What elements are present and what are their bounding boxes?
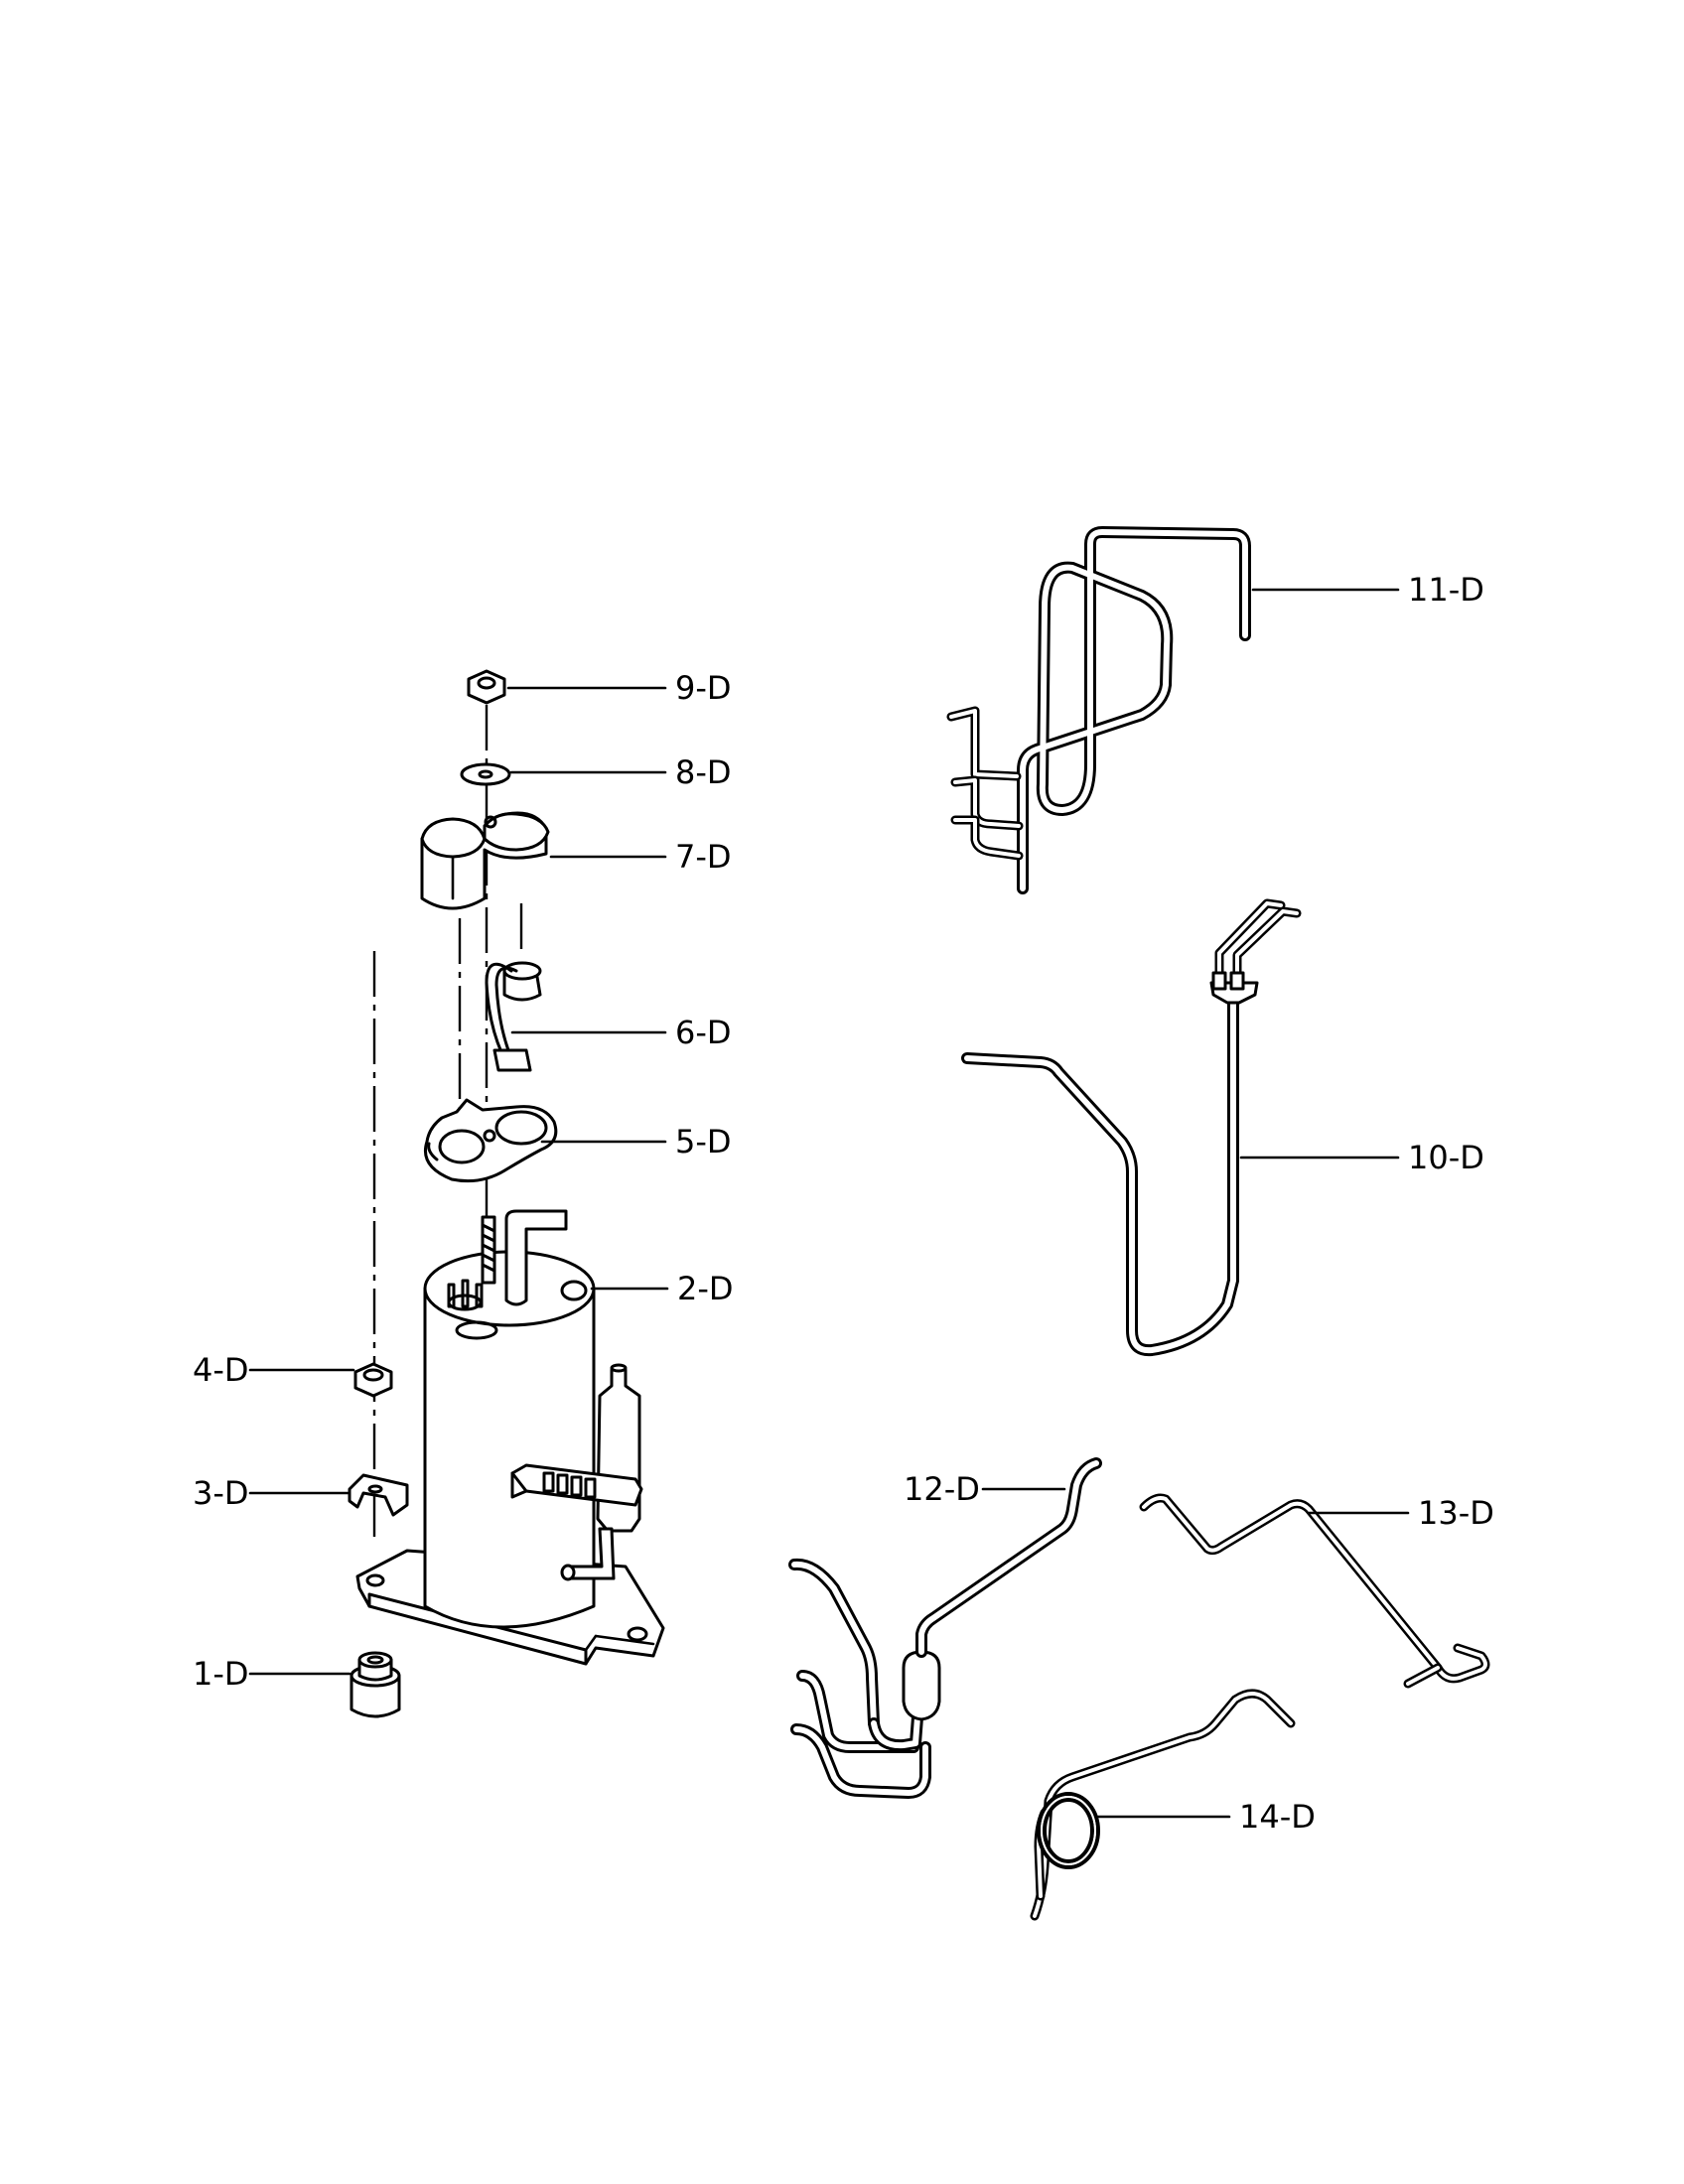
- capillary-coil-icon: [1030, 1689, 1296, 1921]
- label-9-d: 9-D: [675, 669, 732, 707]
- compressor-icon: [355, 1209, 665, 1666]
- label-6-d: 6-D: [675, 1014, 732, 1051]
- label-4-d: 4-D: [193, 1351, 249, 1389]
- tube-icon: [1139, 1493, 1490, 1689]
- leader-lines: [248, 588, 1410, 1819]
- tube-icon: [946, 526, 1251, 894]
- label-2-d: 2-D: [677, 1270, 734, 1307]
- label-7-d: 7-D: [675, 838, 732, 876]
- label-11-d: 11-D: [1408, 571, 1484, 609]
- tube-icon: [961, 898, 1302, 1357]
- callout-labels: 9-D 8-D 7-D 6-D 5-D 2-D 4-D 3-D 1-D 11-D…: [193, 571, 1494, 1836]
- overload-protector-icon: [485, 961, 542, 1072]
- nut-icon: [467, 669, 506, 705]
- cover-icon: [420, 811, 550, 910]
- label-1-d: 1-D: [193, 1655, 249, 1693]
- clamp-icon: [348, 1473, 409, 1517]
- washer-icon: [460, 762, 511, 786]
- grommet-icon: [350, 1651, 401, 1718]
- label-12-d: 12-D: [904, 1470, 980, 1508]
- label-8-d: 8-D: [675, 753, 732, 791]
- label-3-d: 3-D: [193, 1474, 249, 1512]
- nut-icon: [353, 1362, 393, 1398]
- gasket-icon: [424, 1098, 558, 1183]
- label-13-d: 13-D: [1418, 1494, 1494, 1532]
- label-5-d: 5-D: [675, 1123, 732, 1160]
- label-10-d: 10-D: [1408, 1139, 1484, 1176]
- label-14-d: 14-D: [1239, 1798, 1316, 1836]
- tube-icon: [788, 1457, 1102, 1799]
